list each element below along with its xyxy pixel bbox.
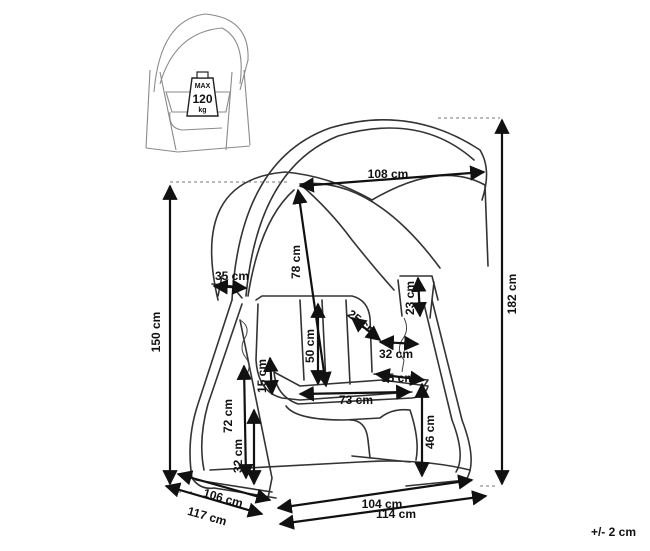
label-total-height: 150 cm — [149, 312, 163, 353]
thumbnail-sketch — [145, 13, 251, 153]
label-base-depth-outer: 117 cm — [186, 504, 228, 528]
label-arm-hook: 35 cm — [215, 269, 249, 283]
label-seat-height-low: 32 cm — [231, 439, 245, 473]
badge-value: 120 — [192, 92, 212, 106]
label-chain: 23 cm — [403, 281, 417, 315]
tolerance-note: +/- 2 cm — [590, 525, 636, 539]
label-seat-side: 25 cm — [345, 307, 380, 339]
label-seat-height-rear: 46 cm — [423, 415, 437, 449]
label-canopy-depth: 78 cm — [289, 245, 303, 279]
badge-top: MAX — [195, 83, 211, 90]
label-armrest: 15 cm — [255, 359, 269, 393]
dimension-lines — [162, 118, 510, 530]
dimension-labels: 108 cm 78 cm 35 cm 23 cm 50 cm 25 cm 32 … — [149, 167, 519, 528]
max-weight-badge: MAX 120 kg — [186, 71, 219, 117]
label-seat-height-front: 72 cm — [221, 399, 235, 433]
label-canopy-height: 182 cm — [505, 274, 519, 315]
label-seat-width: 73 cm — [339, 393, 373, 407]
badge-unit: kg — [198, 107, 206, 114]
label-seat-depth: 55 cm — [381, 371, 415, 385]
label-base-width-outer: 114 cm — [376, 507, 416, 521]
label-base-width-inner: 104 cm — [362, 497, 403, 511]
label-canopy-width: 108 cm — [368, 167, 409, 181]
label-seat-side-small: 32 cm — [379, 347, 413, 361]
label-seat-back: 50 cm — [303, 329, 317, 363]
